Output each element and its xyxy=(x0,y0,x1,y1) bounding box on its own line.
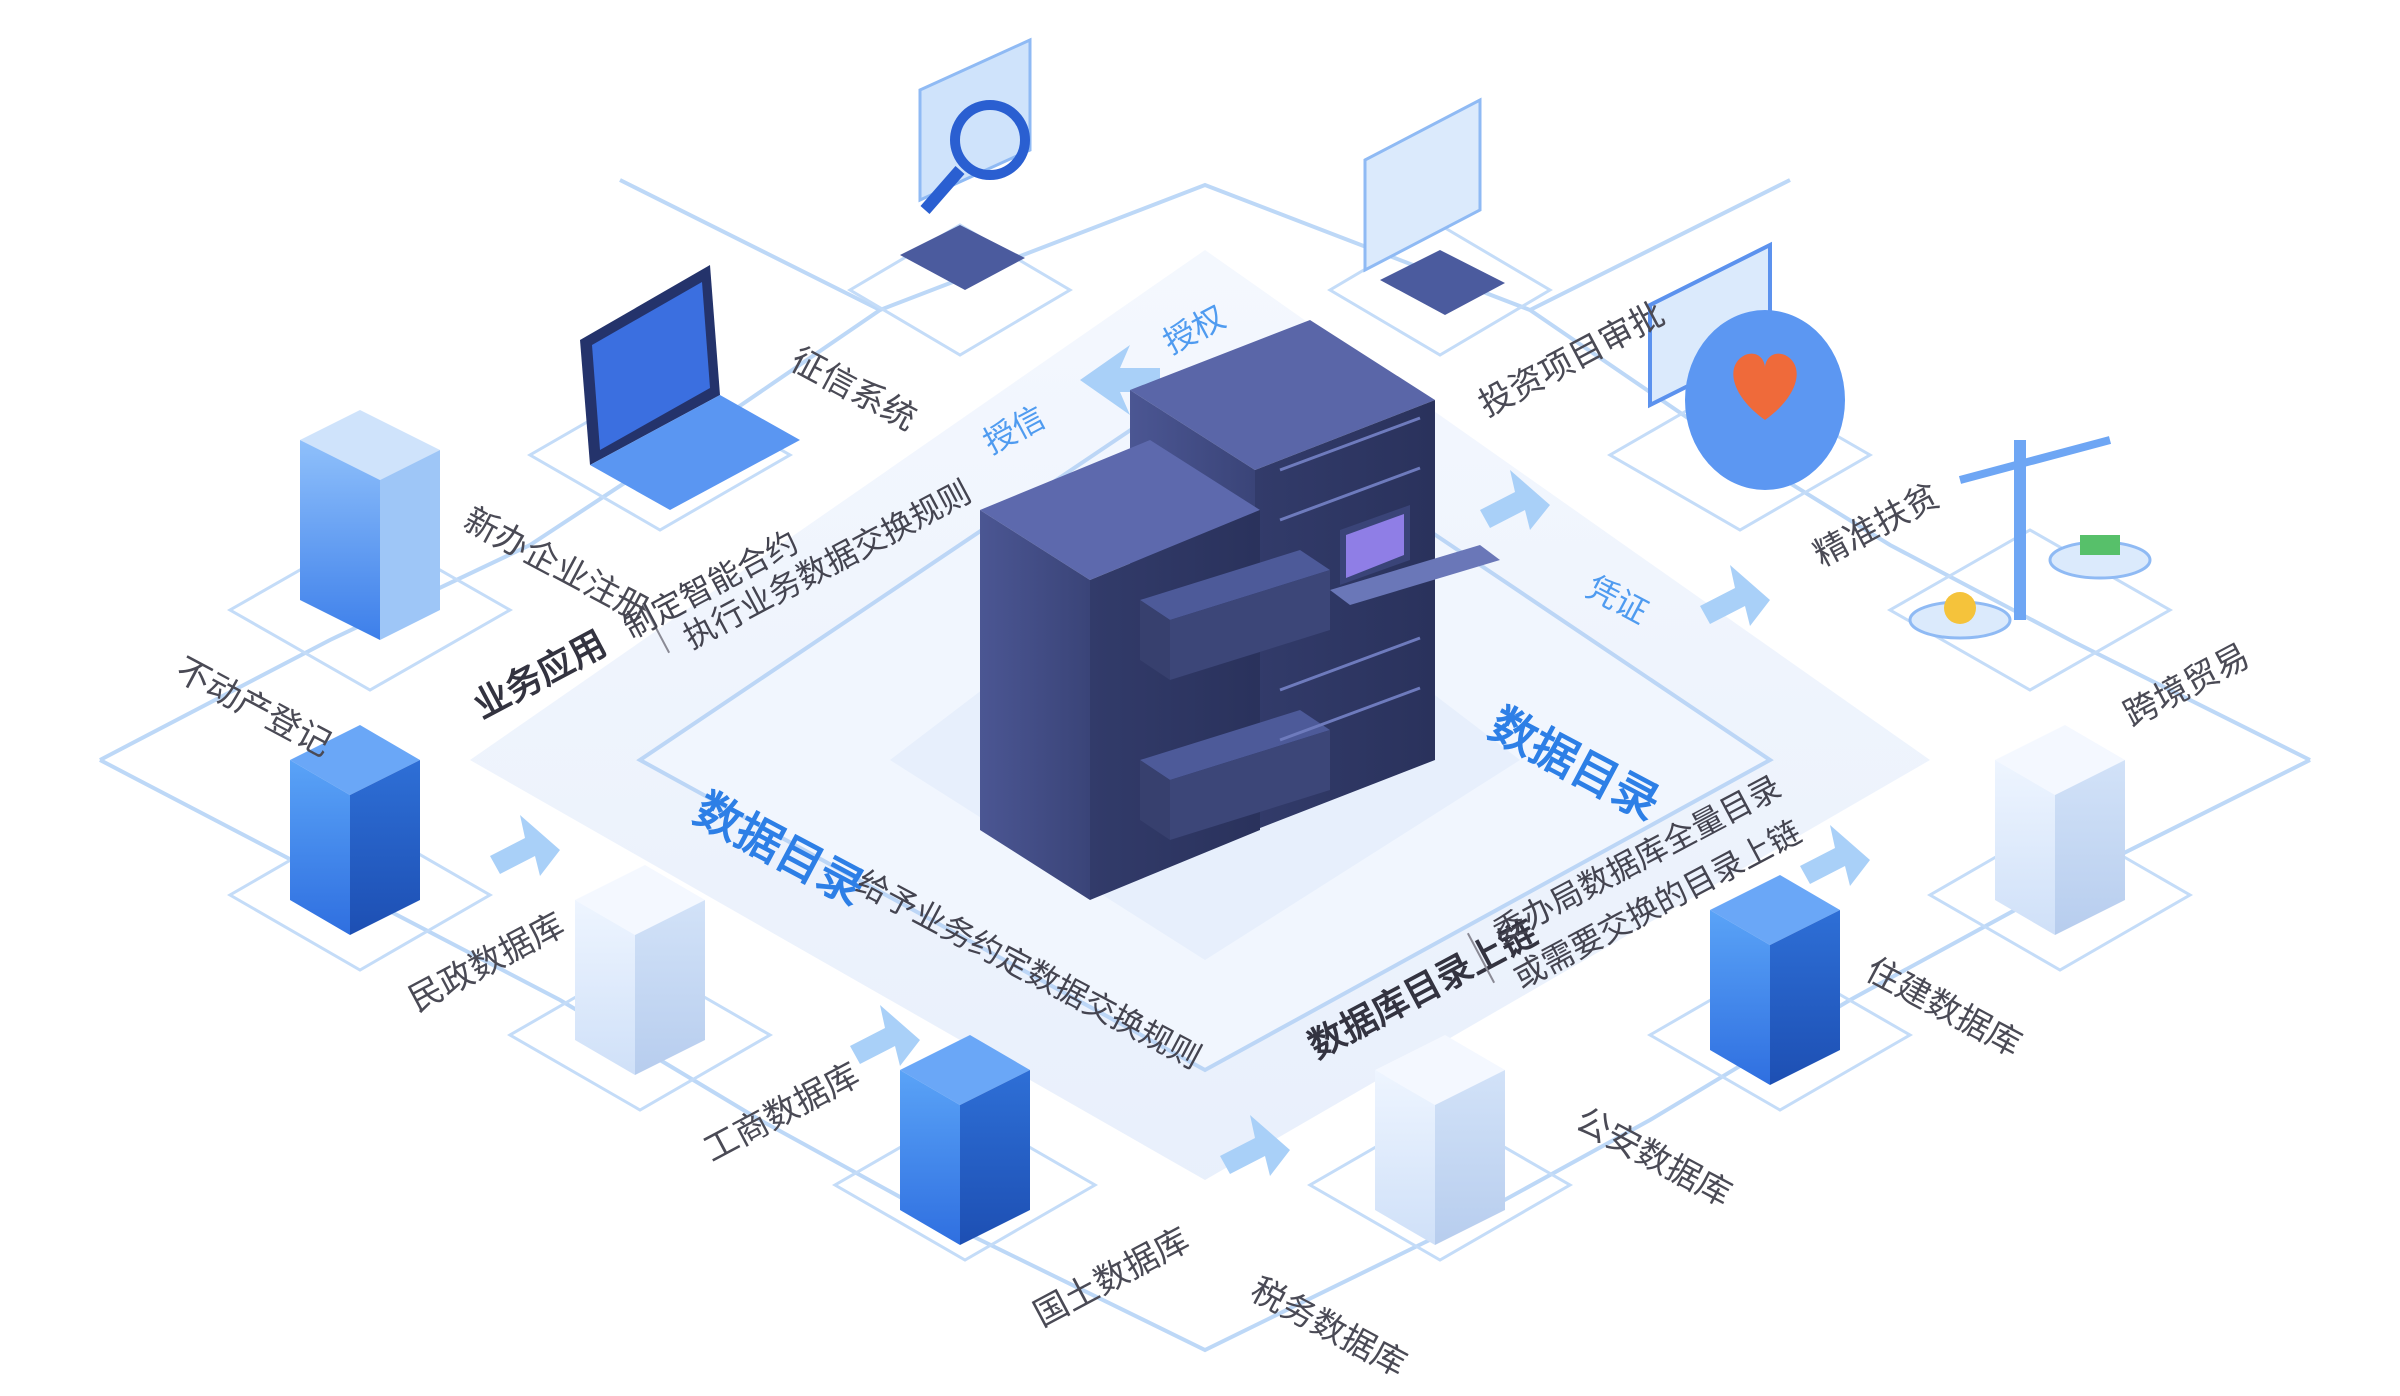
arrow-bottom-left xyxy=(850,1005,920,1066)
arrow-left xyxy=(490,815,560,876)
heart-id-card-icon xyxy=(1648,241,1845,490)
arrow-pingzheng-2 xyxy=(1700,565,1770,626)
database-server-icon xyxy=(290,725,2125,1245)
flow-arrows xyxy=(490,345,1870,1176)
magnifier-document-icon xyxy=(900,37,1032,290)
finance-document-icon xyxy=(1363,97,1505,315)
arrow-shouxin xyxy=(1080,345,1160,415)
arrow-up-right xyxy=(1800,825,1870,886)
arrow-bottom-right xyxy=(1220,1115,1290,1176)
balance-scale-icon xyxy=(1908,436,2152,640)
office-building-icon xyxy=(300,410,440,640)
laptop-lock-icon xyxy=(580,265,800,510)
arrow-pingzheng-1 xyxy=(1480,470,1550,530)
server-rack-icon xyxy=(980,320,1500,900)
